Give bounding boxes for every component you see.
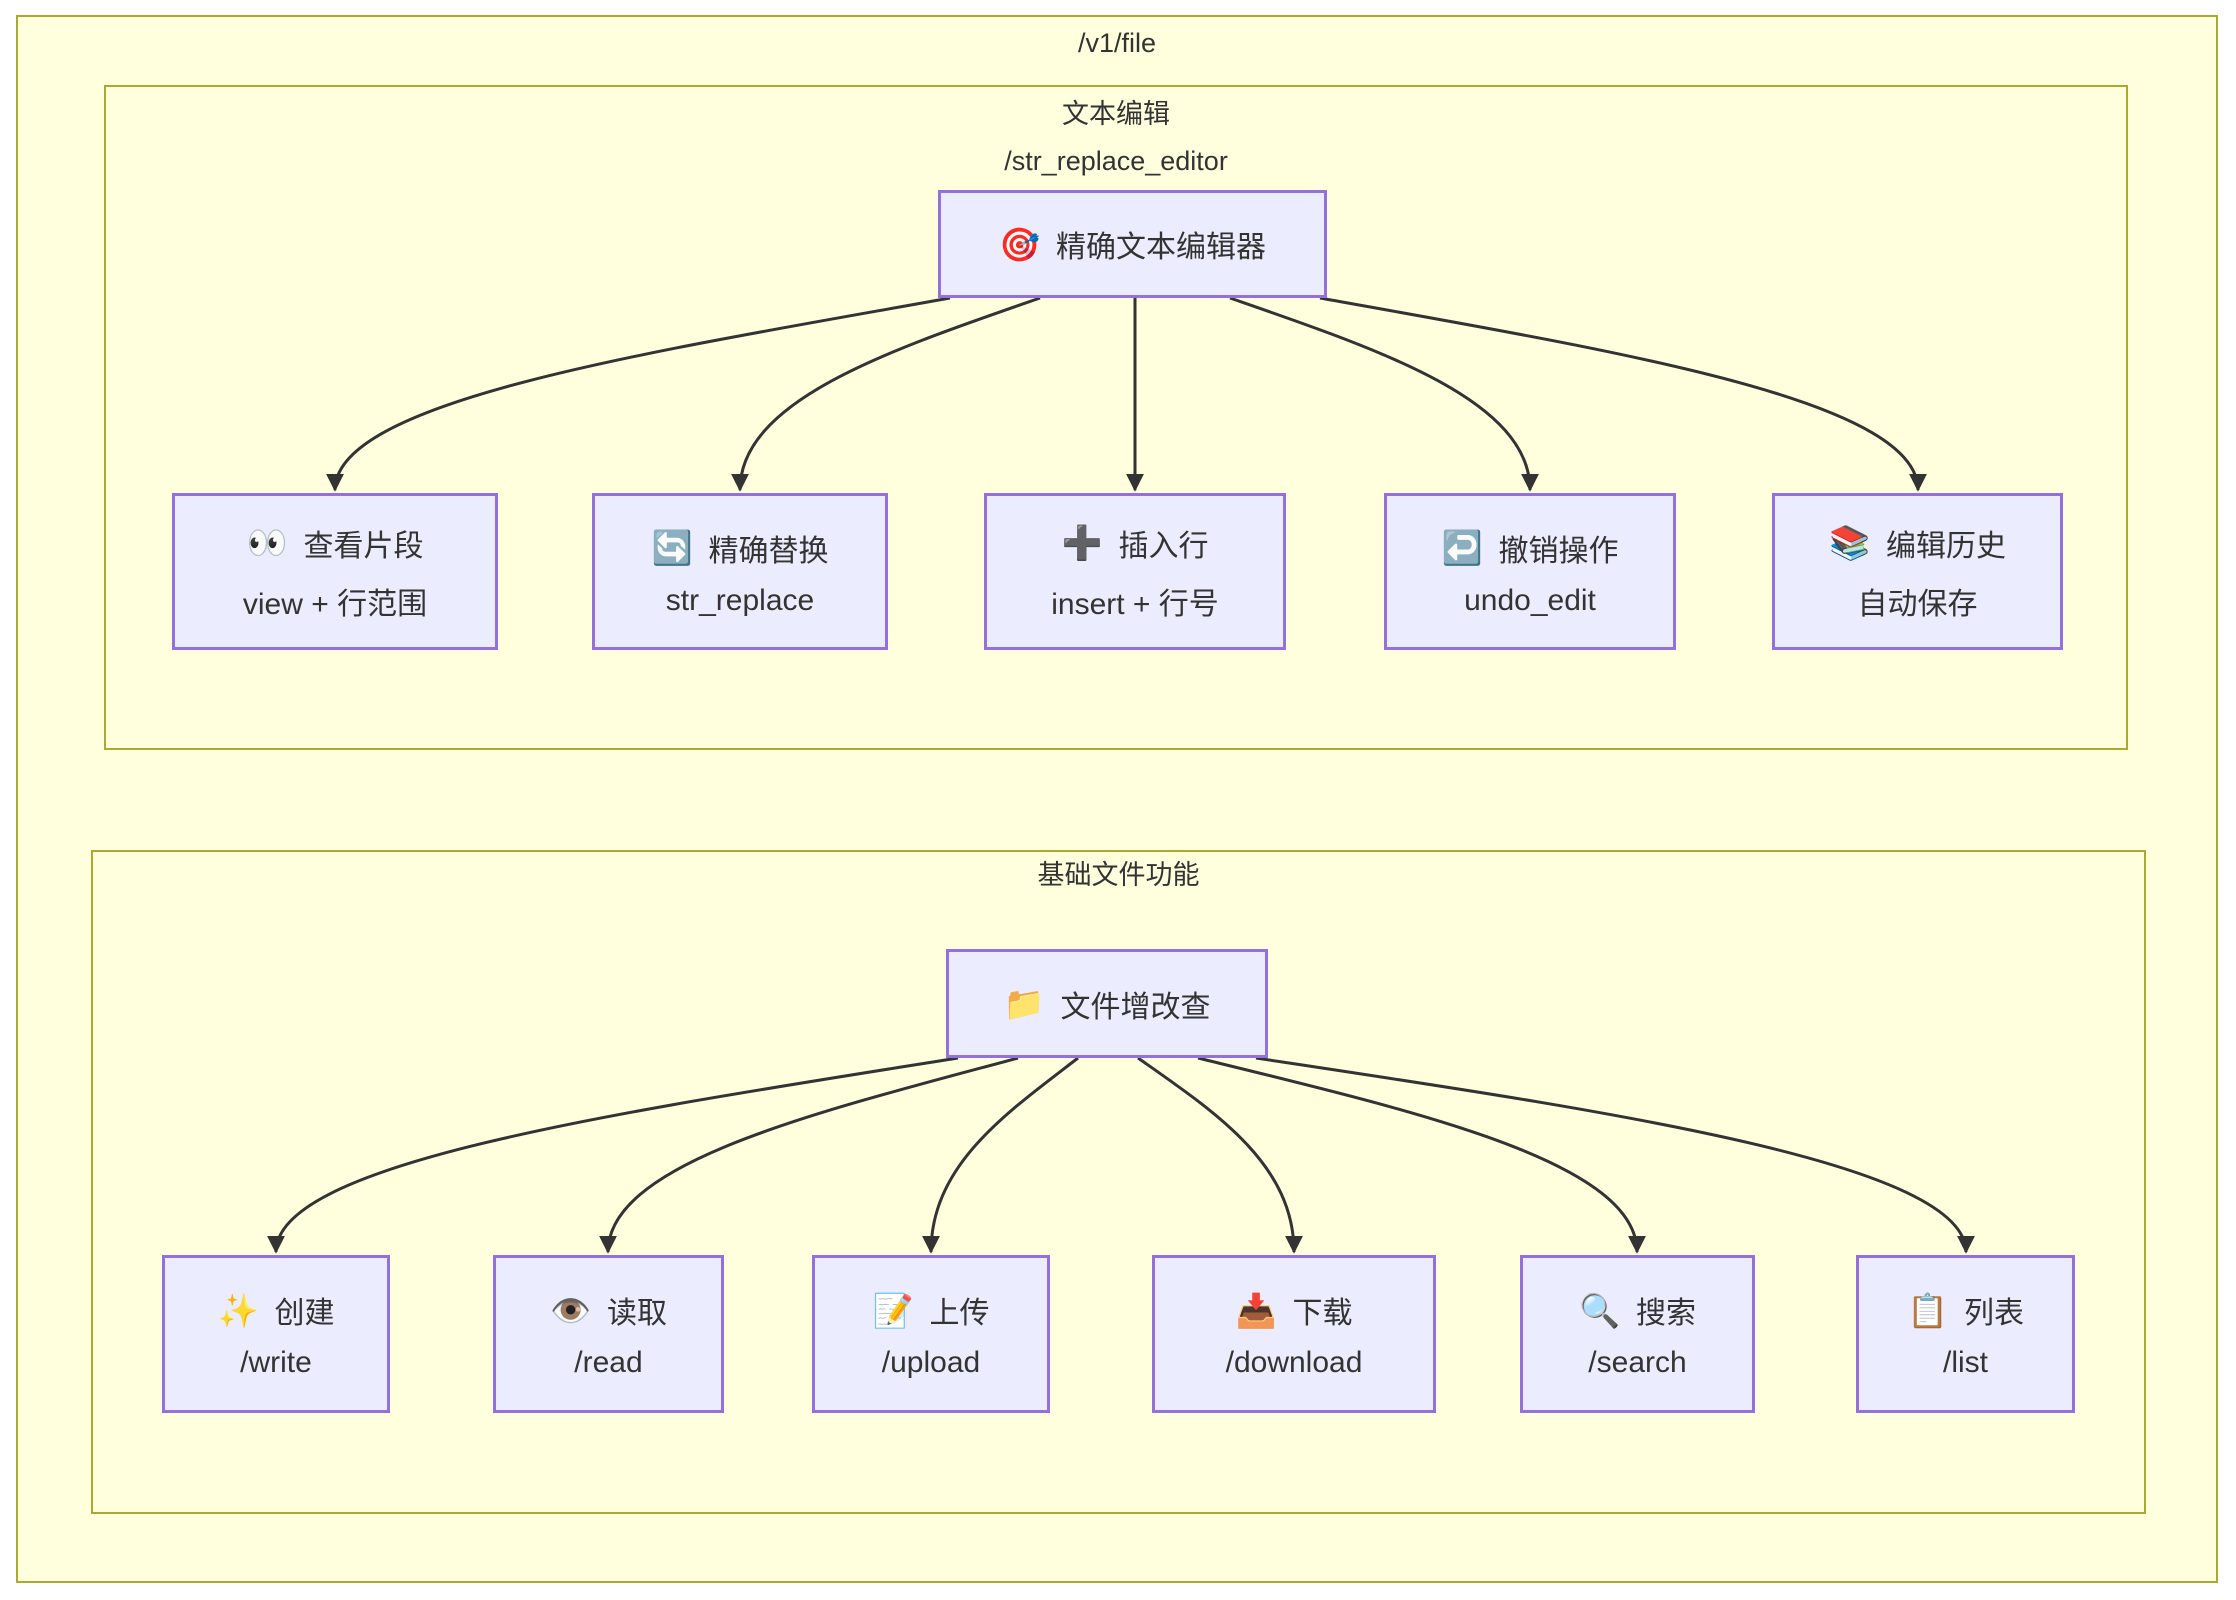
plus-icon: ➕ [1061, 524, 1103, 561]
node-precise-text-editor: 🎯 精确文本编辑器 [938, 190, 1327, 298]
node-title: 编辑历史 [1886, 529, 2007, 563]
node-read: 👁️ 读取 /read [493, 1255, 724, 1413]
magnifier-icon: 🔍 [1578, 1291, 1621, 1329]
cluster-text-edit [104, 85, 2128, 750]
node-file-crud: 📁 文件增改查 [946, 949, 1268, 1058]
node-label: 🔍 搜索 [1579, 1288, 1696, 1332]
node-subtitle: /search [1588, 1346, 1687, 1379]
node-title: 撤销操作 [1498, 534, 1619, 568]
node-title: 搜索 [1636, 1297, 1697, 1330]
sparkles-icon: ✨ [217, 1291, 259, 1329]
node-label: ➕ 插入行 [1061, 521, 1208, 565]
node-title: 文件增改查 [1060, 990, 1211, 1024]
undo-arrow-icon: ↩️ [1441, 529, 1483, 566]
node-label: 🔄 精确替换 [651, 526, 828, 570]
node-label: ✨ 创建 [217, 1288, 334, 1332]
node-subtitle: insert + 行号 [1051, 587, 1219, 621]
node-label: ↩️ 撤销操作 [1441, 526, 1618, 570]
node-subtitle: /write [240, 1346, 312, 1379]
inbox-download-icon: 📥 [1235, 1291, 1277, 1329]
target-icon: 🎯 [998, 225, 1041, 263]
node-label: 🎯 精确文本编辑器 [999, 222, 1266, 266]
node-undo-edit: ↩️ 撤销操作 undo_edit [1384, 493, 1676, 650]
node-subtitle: str_replace [665, 583, 815, 617]
node-subtitle: /upload [881, 1346, 981, 1379]
node-str-replace: 🔄 精确替换 str_replace [592, 493, 888, 650]
folder-icon: 📁 [1003, 985, 1045, 1022]
node-download: 📥 下载 /download [1152, 1255, 1436, 1413]
eyes-icon: 👀 [246, 524, 288, 561]
node-label: 👀 查看片段 [246, 521, 423, 565]
node-edit-history: 📚 编辑历史 自动保存 [1772, 493, 2063, 650]
node-title: 创建 [274, 1297, 335, 1330]
node-insert: ➕ 插入行 insert + 行号 [984, 493, 1286, 650]
node-title: 插入行 [1118, 529, 1209, 563]
node-upload: 📝 上传 /upload [812, 1255, 1050, 1413]
node-subtitle: view + 行范围 [242, 587, 428, 621]
node-title: 精确替换 [708, 534, 829, 568]
node-subtitle: undo_edit [1464, 583, 1596, 617]
node-title: 下载 [1292, 1297, 1353, 1330]
node-write: ✨ 创建 /write [162, 1255, 390, 1413]
cluster-basic-file-title: 基础文件功能 [1037, 860, 1200, 890]
node-search: 🔍 搜索 /search [1520, 1255, 1755, 1413]
node-title: 上传 [929, 1297, 990, 1330]
node-title: 精确文本编辑器 [1056, 231, 1267, 264]
node-title: 列表 [1964, 1297, 2025, 1330]
memo-icon: 📝 [872, 1291, 914, 1329]
node-label: 📝 上传 [872, 1288, 989, 1332]
node-label: 📥 下载 [1235, 1288, 1352, 1332]
node-title: 读取 [607, 1297, 668, 1330]
node-subtitle: /read [574, 1346, 643, 1379]
cluster-v1-file-title: /v1/file [1077, 28, 1157, 58]
node-subtitle: /download [1225, 1346, 1363, 1379]
books-icon: 📚 [1828, 524, 1871, 561]
node-label: 📚 编辑历史 [1829, 521, 2006, 565]
node-subtitle: /list [1943, 1346, 1988, 1379]
eye-icon: 👁️ [549, 1291, 592, 1329]
node-label: 📋 列表 [1907, 1288, 2024, 1332]
cluster-text-edit-title-line1: 文本编辑 [1062, 99, 1170, 129]
node-label: 👁️ 读取 [550, 1288, 667, 1332]
cluster-text-edit-title-line2: /str_replace_editor [1004, 146, 1228, 176]
node-label: 📁 文件增改查 [1003, 982, 1210, 1026]
node-list: 📋 列表 /list [1856, 1255, 2075, 1413]
node-view: 👀 查看片段 view + 行范围 [172, 493, 498, 650]
arrows-cycle-icon: 🔄 [651, 529, 693, 566]
clipboard-icon: 📋 [1906, 1291, 1949, 1329]
node-subtitle: 自动保存 [1857, 587, 1978, 621]
node-title: 查看片段 [303, 529, 424, 563]
